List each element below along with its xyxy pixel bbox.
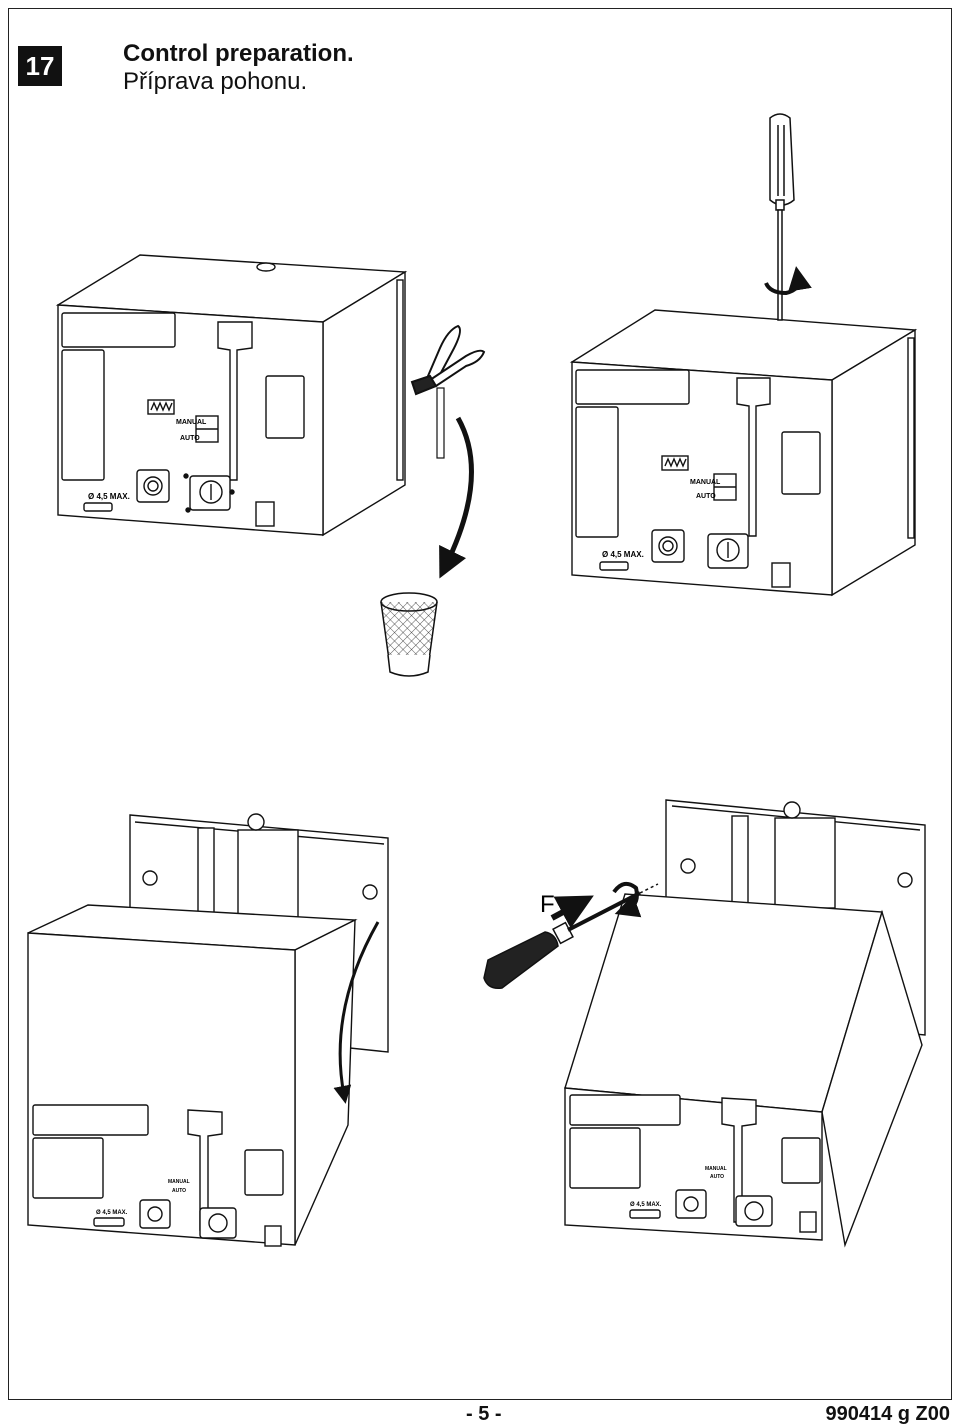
cut-plastic-piece [436,387,445,459]
label-manual-1: MANUAL [176,419,207,426]
push-arrow-icon [550,895,594,929]
page-frame [8,8,952,1400]
open-cover-arrow [333,921,380,1104]
rotate-arrow-icon [764,266,812,296]
waste-basket-icon [380,592,438,677]
label-cable-max-1: Ø 4,5 MAX. [88,492,130,501]
cutting-pliers-icon [410,324,486,396]
screwdriver-icon [769,113,795,321]
label-force-f: F [540,891,555,918]
label-auto-2: AUTO [696,493,716,500]
label-cable-max-4: Ø 4,5 MAX. [630,1202,662,1208]
document-code: 990414 g Z00 [825,1403,950,1425]
label-manual-2: MANUAL [690,479,721,486]
motor-operator-open-1 [27,813,389,1247]
label-cable-max-2: Ø 4,5 MAX. [602,550,644,559]
page-title: Control preparation. Příprava pohonu. [123,40,354,96]
motor-operator-2 [569,309,918,597]
title-cz: Příprava pohonu. [123,68,308,95]
motor-operator-1 [55,254,408,537]
step-number: 17 [18,46,62,86]
motor-operator-open-2 [564,799,926,1248]
page-number: - 5 - [466,1403,502,1425]
discard-arrow [439,416,474,579]
rotate-arrow-f-icon [612,881,642,918]
label-cable-max-3: Ø 4,5 MAX. [96,1210,128,1216]
label-auto-1: AUTO [180,435,200,442]
label-auto-3: AUTO [172,1188,186,1194]
label-manual-3: MANUAL [168,1179,190,1185]
label-manual-4: MANUAL [705,1166,727,1172]
label-auto-4: AUTO [710,1174,724,1180]
title-en: Control preparation. [123,40,354,67]
